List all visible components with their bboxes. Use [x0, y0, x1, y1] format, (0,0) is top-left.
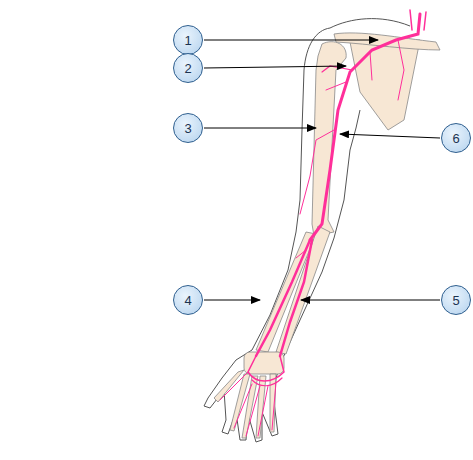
- callout-circle: 6: [441, 123, 471, 153]
- callout-circle: 3: [173, 113, 203, 143]
- callout-circle: 1: [173, 25, 203, 55]
- callout-circle: 5: [441, 285, 471, 315]
- callout-number: 3: [184, 122, 191, 135]
- callout-number: 2: [184, 62, 191, 75]
- callout-number: 6: [452, 132, 459, 145]
- callout-circle: 4: [173, 285, 203, 315]
- callout-circle: 2: [173, 53, 203, 83]
- callout-number: 1: [184, 34, 191, 47]
- callout-number: 4: [184, 294, 191, 307]
- leader-lines: [204, 40, 440, 300]
- callout-number: 5: [452, 294, 459, 307]
